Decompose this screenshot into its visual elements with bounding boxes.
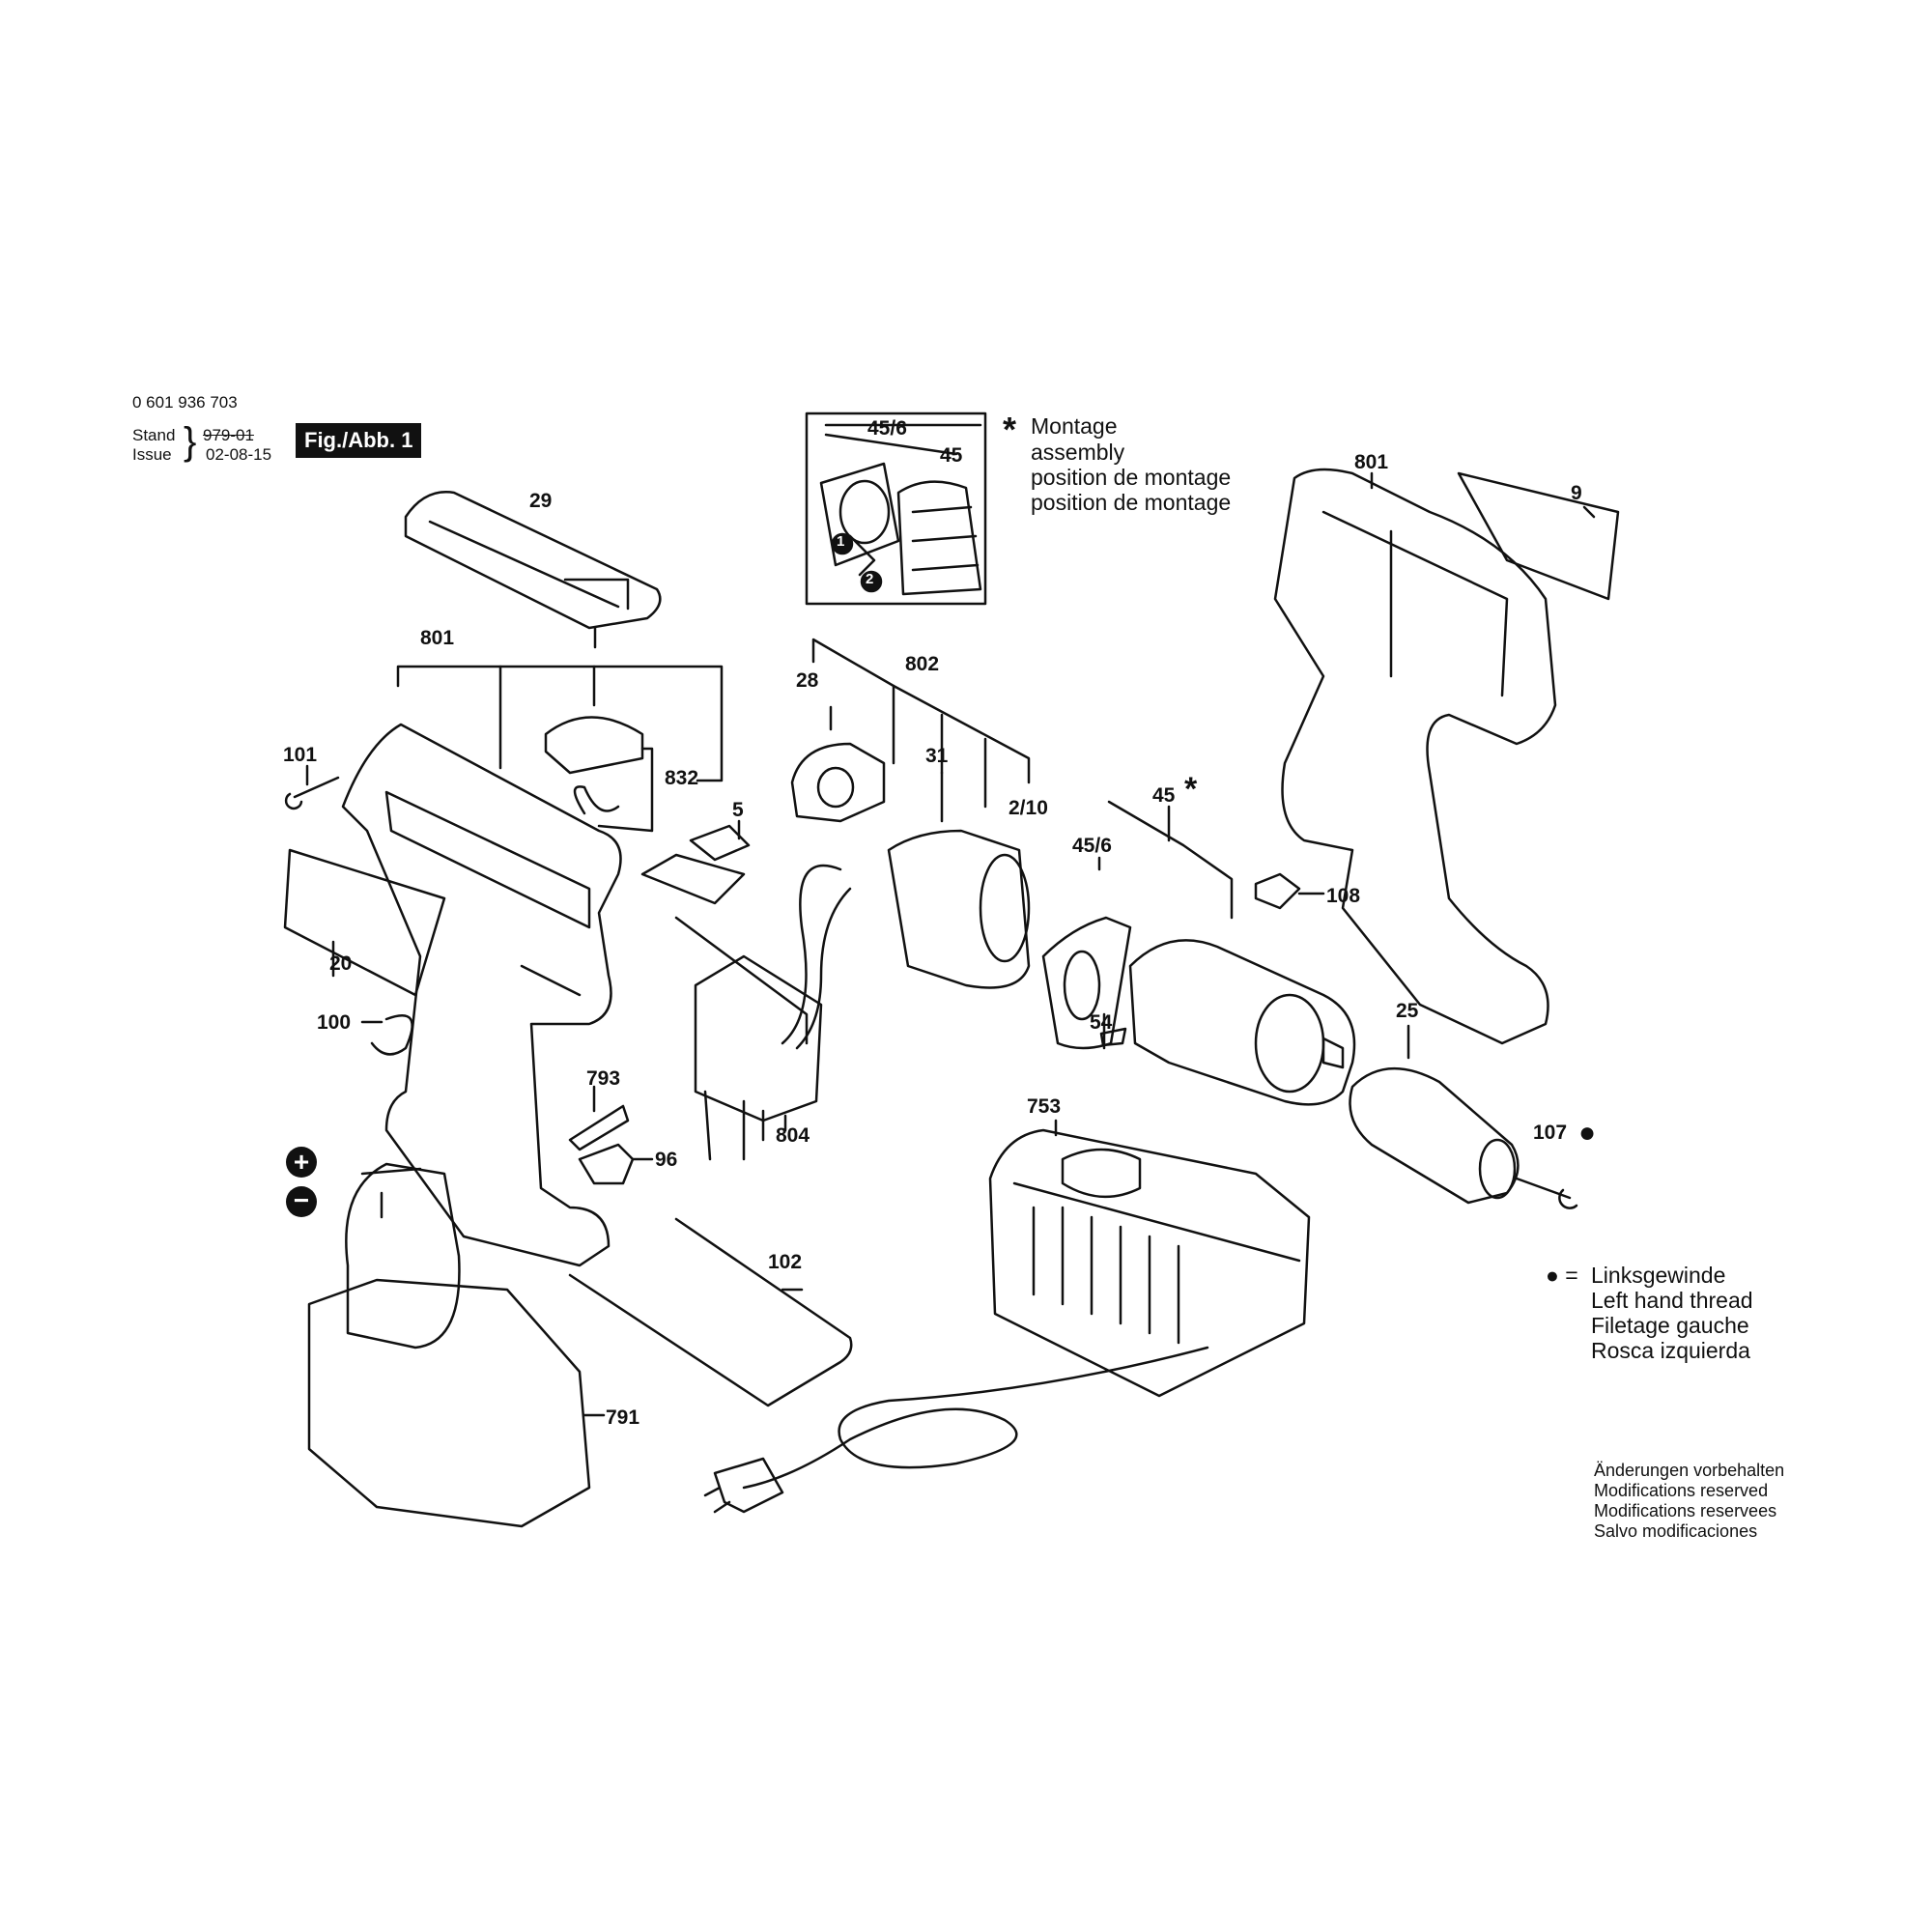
stand-value: 979-01 <box>203 426 254 444</box>
callout-102: 102 <box>768 1251 803 1273</box>
part-29-top-cover <box>404 491 662 630</box>
part-number: 0 601 936 703 <box>132 393 238 412</box>
issue-value: 02-08-15 <box>206 445 272 464</box>
inset-step-1: 1 <box>837 533 845 550</box>
callout-101: 101 <box>283 744 318 766</box>
inset-callout-45: 45 <box>940 444 963 467</box>
legend-line-1: Linksgewinde <box>1591 1263 1726 1288</box>
part-45-gearbox <box>1128 939 1356 1106</box>
assembly-note-line-1: Montage <box>1031 413 1118 439</box>
part-832-clip <box>544 716 644 775</box>
legend-line-4: Rosca izquierda <box>1591 1338 1750 1363</box>
assembly-star-icon: * <box>1003 410 1017 449</box>
assembly-inset-frame <box>805 412 987 606</box>
part-45-6-ring <box>1041 916 1132 1050</box>
part-9-label <box>1457 471 1620 601</box>
stand-label: Stand <box>132 426 176 444</box>
part-107-screw <box>1515 1177 1578 1209</box>
inset-callout-45-6: 45/6 <box>867 417 907 440</box>
legend-line-2: Left hand thread <box>1591 1288 1753 1313</box>
legend-symbol: ● = <box>1546 1263 1578 1288</box>
part-801-left-housing <box>341 723 622 1267</box>
part-28-bearing <box>790 742 886 823</box>
callout-29: 29 <box>529 490 553 512</box>
charger-plug <box>703 1457 784 1514</box>
legend-line-3: Filetage gauche <box>1591 1313 1749 1338</box>
assembly-note-line-2: assembly <box>1031 440 1125 465</box>
callout-753: 753 <box>1027 1095 1062 1118</box>
part-753-charger <box>988 1128 1311 1398</box>
callout-9: 9 <box>1571 482 1582 504</box>
plus-terminal-icon: + <box>286 1147 317 1178</box>
part-101-screw <box>284 776 340 810</box>
callout-802: 802 <box>905 653 940 675</box>
figure-label: Fig./Abb. 1 <box>296 423 422 458</box>
left-thread-marker-icon: ● <box>1578 1117 1597 1149</box>
callout-804: 804 <box>776 1124 810 1147</box>
part-793-pin <box>568 1104 630 1151</box>
notice-line-3: Modifications reservees <box>1594 1501 1777 1520</box>
part-96-clip <box>578 1143 635 1185</box>
part-108-clip <box>1254 872 1301 910</box>
part-54-screw <box>1099 1027 1127 1047</box>
charger-cable <box>742 1346 1209 1490</box>
callout-2-10: 2/10 <box>1009 797 1048 819</box>
inset-step-2: 2 <box>866 571 874 587</box>
part-791-battery <box>307 1278 591 1528</box>
notice-line-1: Änderungen vorbehalten <box>1594 1461 1785 1480</box>
callout-45: 45 <box>1152 784 1176 807</box>
inset-gear-drawing <box>819 423 982 596</box>
callout-801-left: 801 <box>420 627 455 649</box>
part-804-switch <box>694 954 823 1122</box>
callout-107: 107 <box>1533 1122 1568 1144</box>
part-5-slider <box>640 824 751 905</box>
callout-793: 793 <box>586 1067 621 1090</box>
callout-108: 108 <box>1326 885 1361 907</box>
callout-5: 5 <box>732 799 744 821</box>
bracket-801-left <box>396 665 724 782</box>
callout-801-right: 801 <box>1354 451 1389 473</box>
bracket-45 <box>1107 800 1234 920</box>
callout-832: 832 <box>665 767 699 789</box>
brace-symbol: } <box>184 420 197 463</box>
callout-45-star-icon: * <box>1184 771 1198 808</box>
assembly-note-line-3: position de montage <box>1031 465 1232 490</box>
notice-line-4: Salvo modificaciones <box>1594 1521 1758 1541</box>
callout-100: 100 <box>317 1011 352 1034</box>
callout-96: 96 <box>655 1149 678 1171</box>
part-20-label <box>283 848 446 997</box>
notice-line-2: Modifications reserved <box>1594 1481 1769 1500</box>
callout-54: 54 <box>1090 1011 1113 1034</box>
callout-28: 28 <box>796 669 819 692</box>
assembly-note-line-4: position de montage <box>1031 490 1232 515</box>
callout-25: 25 <box>1396 1000 1419 1022</box>
part-102-wire <box>568 1217 853 1407</box>
part-25-chuck <box>1349 1066 1520 1205</box>
callout-20: 20 <box>329 952 353 975</box>
part-801-right-housing <box>1273 468 1557 1045</box>
callout-31: 31 <box>925 745 949 767</box>
callout-791: 791 <box>606 1406 640 1429</box>
minus-terminal-icon: − <box>286 1186 317 1217</box>
part-100-spring <box>370 1014 413 1056</box>
issue-label: Issue <box>132 445 172 464</box>
callout-45-6: 45/6 <box>1072 835 1112 857</box>
part-31-motor <box>887 829 1031 989</box>
